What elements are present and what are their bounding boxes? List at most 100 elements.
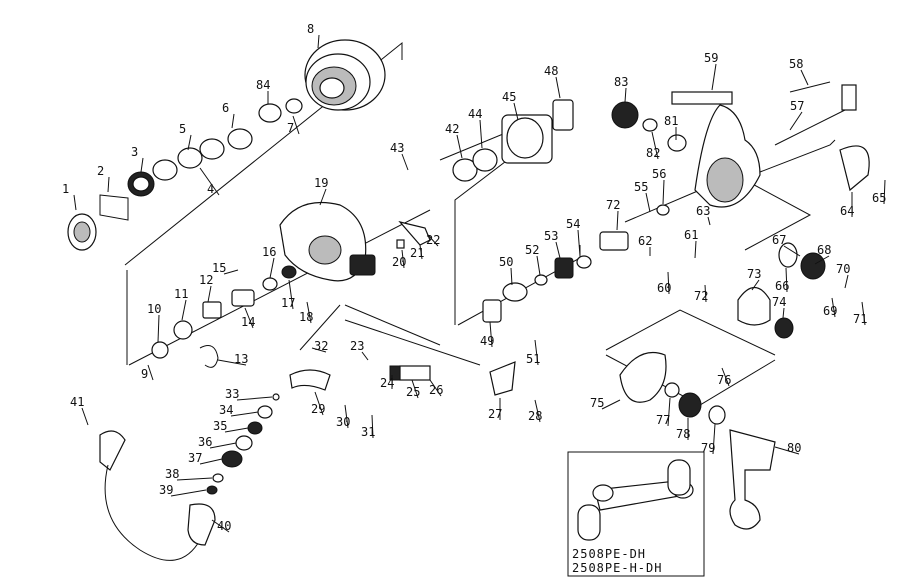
washer-part-56 bbox=[656, 204, 670, 216]
leader-line-42 bbox=[456, 134, 463, 159]
leader-line-9 bbox=[147, 364, 154, 381]
pinion-part-14 bbox=[231, 289, 255, 307]
leader-line-57 bbox=[789, 111, 803, 131]
leader-line-16 bbox=[269, 257, 275, 279]
leader-line-37 bbox=[199, 458, 223, 465]
nut-part-17 bbox=[281, 265, 297, 279]
bearing-part-80 bbox=[667, 134, 687, 152]
inset-frame bbox=[567, 451, 705, 577]
spring-part-13 bbox=[199, 345, 219, 368]
leader-line-11 bbox=[181, 299, 187, 321]
leader-line-65 bbox=[883, 179, 886, 205]
leader-line-43 bbox=[401, 153, 409, 171]
washer-part-76 bbox=[664, 382, 680, 398]
leader-line-26 bbox=[429, 379, 442, 397]
part-number-label: 53 bbox=[544, 229, 558, 243]
leader-line-25 bbox=[411, 379, 419, 399]
bearing-part-73 bbox=[774, 317, 794, 339]
part-number-label: 73 bbox=[747, 267, 761, 281]
gear-part-66 bbox=[800, 252, 826, 280]
leader-line-72 bbox=[616, 210, 619, 231]
leader-line-73 bbox=[751, 279, 760, 291]
leader-line-48 bbox=[555, 76, 561, 99]
part-number-label: 19 bbox=[314, 176, 328, 190]
leader-line-71 bbox=[861, 301, 866, 326]
leader-line-23 bbox=[361, 351, 369, 361]
part-number-label: 56 bbox=[652, 167, 666, 181]
part-number-label: 4 bbox=[207, 182, 214, 196]
leader-line-70 bbox=[844, 274, 849, 289]
part-39 bbox=[206, 485, 218, 495]
part-number-label: 72 bbox=[606, 198, 620, 212]
washer-part-65 bbox=[778, 242, 798, 268]
leader-line-32 bbox=[311, 347, 327, 353]
part-number-label: 35 bbox=[213, 419, 227, 433]
leader-line-63 bbox=[707, 216, 711, 226]
part-number-label: 2 bbox=[97, 164, 104, 178]
part-number-label: 50 bbox=[499, 255, 513, 269]
part-number-label: 42 bbox=[445, 122, 459, 136]
part-number-label: 36 bbox=[198, 435, 212, 449]
part-number-label: 3 bbox=[131, 145, 138, 159]
spring-part-2 bbox=[99, 194, 129, 221]
part-number-label: 58 bbox=[789, 57, 803, 71]
washer-part-54 bbox=[576, 255, 592, 269]
part-number-label: 65 bbox=[872, 191, 886, 205]
pin-part-58 bbox=[789, 81, 831, 93]
leader-line-41 bbox=[81, 407, 89, 426]
part-number-label: 34 bbox=[219, 403, 233, 417]
leader-line-10 bbox=[157, 314, 160, 343]
leader-line-21 bbox=[419, 244, 423, 260]
part-number-label: 24 bbox=[380, 376, 394, 390]
part-number-label: 83 bbox=[614, 75, 628, 89]
part-number-label: 77 bbox=[656, 413, 670, 427]
part-number-label: 43 bbox=[390, 141, 404, 155]
part-number-label: 75 bbox=[590, 396, 604, 410]
leader-line-51 bbox=[534, 339, 539, 366]
part-number-label: 21 bbox=[410, 246, 424, 260]
part-number-label: 29 bbox=[311, 402, 325, 416]
leader-line-72 bbox=[704, 284, 707, 303]
part-number-label: 80 bbox=[787, 441, 801, 455]
leader-line-76 bbox=[721, 367, 730, 387]
part-number-label: 9 bbox=[141, 367, 148, 381]
leader-line-15 bbox=[223, 269, 239, 275]
leader-line-36 bbox=[209, 442, 237, 449]
leader-line-18 bbox=[306, 301, 312, 324]
washer-part-84 bbox=[258, 103, 282, 123]
leader-line-79 bbox=[712, 423, 716, 455]
bearing-part-49 bbox=[482, 299, 502, 323]
leader-line-44 bbox=[479, 119, 483, 149]
part-number-label: 81 bbox=[664, 114, 678, 128]
leader-line-82 bbox=[651, 131, 659, 160]
leader-line-54 bbox=[577, 229, 581, 257]
leader-line-13 bbox=[217, 359, 247, 366]
bearing-part-53 bbox=[554, 257, 574, 279]
part-number-label: 44 bbox=[468, 107, 482, 121]
leader-line-22 bbox=[427, 234, 439, 247]
leader-line-4 bbox=[199, 167, 220, 196]
part-number-label: 52 bbox=[525, 243, 539, 257]
part-number-label: 41 bbox=[70, 395, 84, 409]
part-number-label: 68 bbox=[817, 243, 831, 257]
bail-holder-part-40 bbox=[187, 503, 216, 546]
rotor-nut-assembly bbox=[452, 99, 574, 182]
drag-washer-part-5 bbox=[177, 147, 203, 169]
part-number-label: 38 bbox=[165, 467, 179, 481]
part-number-label: 39 bbox=[159, 483, 173, 497]
part-38 bbox=[212, 473, 224, 483]
part-number-label: 32 bbox=[314, 339, 328, 353]
leader-line-40 bbox=[211, 519, 230, 533]
part-number-label: 26 bbox=[429, 383, 443, 397]
washer-part-11 bbox=[173, 320, 193, 340]
cap-part-48 bbox=[552, 99, 574, 131]
part-number-label: 10 bbox=[147, 302, 161, 316]
leader-line-80 bbox=[774, 446, 800, 455]
part-number-label: 82 bbox=[646, 146, 660, 160]
part-number-label: 18 bbox=[299, 310, 313, 324]
part-number-label: 40 bbox=[217, 519, 231, 533]
washer-part-78 bbox=[708, 405, 726, 425]
part-number-label: 49 bbox=[480, 334, 494, 348]
leader-line-3 bbox=[140, 157, 144, 173]
